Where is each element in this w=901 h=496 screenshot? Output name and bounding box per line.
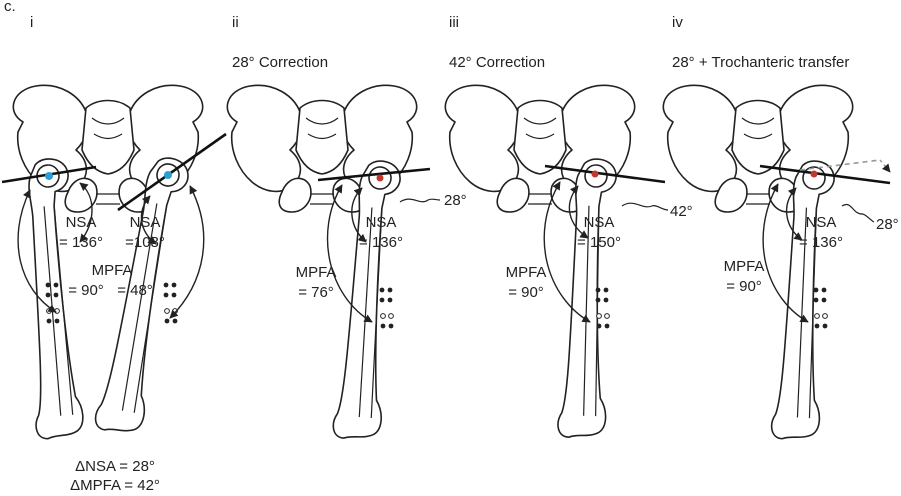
trochanteric-transfer-line [799,159,881,171]
mpfa-value-i-right: = 48° [117,282,153,299]
osteotomy-point-ii [376,174,384,182]
panel-ii-title: 28° Correction [232,54,329,71]
head-neck-axis-iii [544,164,666,184]
mpfa-label-ii: MPFA [295,264,337,281]
nsa-value-i-right: =108° [125,234,165,251]
mpfa-value-iii: = 90° [508,284,544,301]
head-neck-axis-right [117,132,227,212]
panel-i-drawing [1,84,227,441]
nsa-value-i-left: = 136° [59,234,103,251]
figure-label: c. [4,0,16,15]
delta-mpfa: ΔMPFA = 42° [70,477,160,494]
nsa-label-iii: NSA [583,214,615,231]
mpfa-label-i: MPFA [91,262,133,279]
nsa-value-ii: = 136° [359,234,403,251]
panel-iii-title: 42° Correction [449,54,546,71]
osteotomy-point-iv [810,170,818,178]
mpfa-value-i-left: = 90° [68,282,104,299]
panel-iv-drawing [662,84,891,442]
mpfa-value-iv: = 90° [726,278,762,295]
nsa-label-ii: NSA [365,214,397,231]
femoral-head-center-left [45,172,53,180]
nsa-label-i-left: NSA [65,214,97,231]
panel-ii-drawing [226,84,441,442]
panel-ii-numeral: ii [232,14,239,31]
panel-iv-numeral: iv [672,14,683,31]
mpfa-label-iv: MPFA [723,258,765,275]
wedge-angle-ii: 28° [444,192,467,209]
mpfa-value-ii: = 76° [298,284,334,301]
nsa-value-iii: = 150° [577,234,621,251]
nsa-label-iv: NSA [805,214,837,231]
panel-iii-drawing [444,84,669,440]
panel-iv-title: 28° + Trochanteric transfer [672,54,850,71]
osteotomy-point-iii [591,170,599,178]
head-neck-axis-ii [317,167,431,182]
nsa-label-i-right: NSA [129,214,161,231]
wedge-angle-iii: 42° [670,203,693,220]
nsa-value-iv: = 136° [799,234,843,251]
delta-nsa: ΔNSA = 28° [75,458,155,475]
head-neck-axis-iv [759,164,891,185]
wedge-angle-iv: 28° [876,216,899,233]
mpfa-label-iii: MPFA [505,264,547,281]
panel-iii-numeral: iii [449,14,459,31]
femoral-head-center-right [164,171,172,179]
panel-i-numeral: i [30,14,34,31]
